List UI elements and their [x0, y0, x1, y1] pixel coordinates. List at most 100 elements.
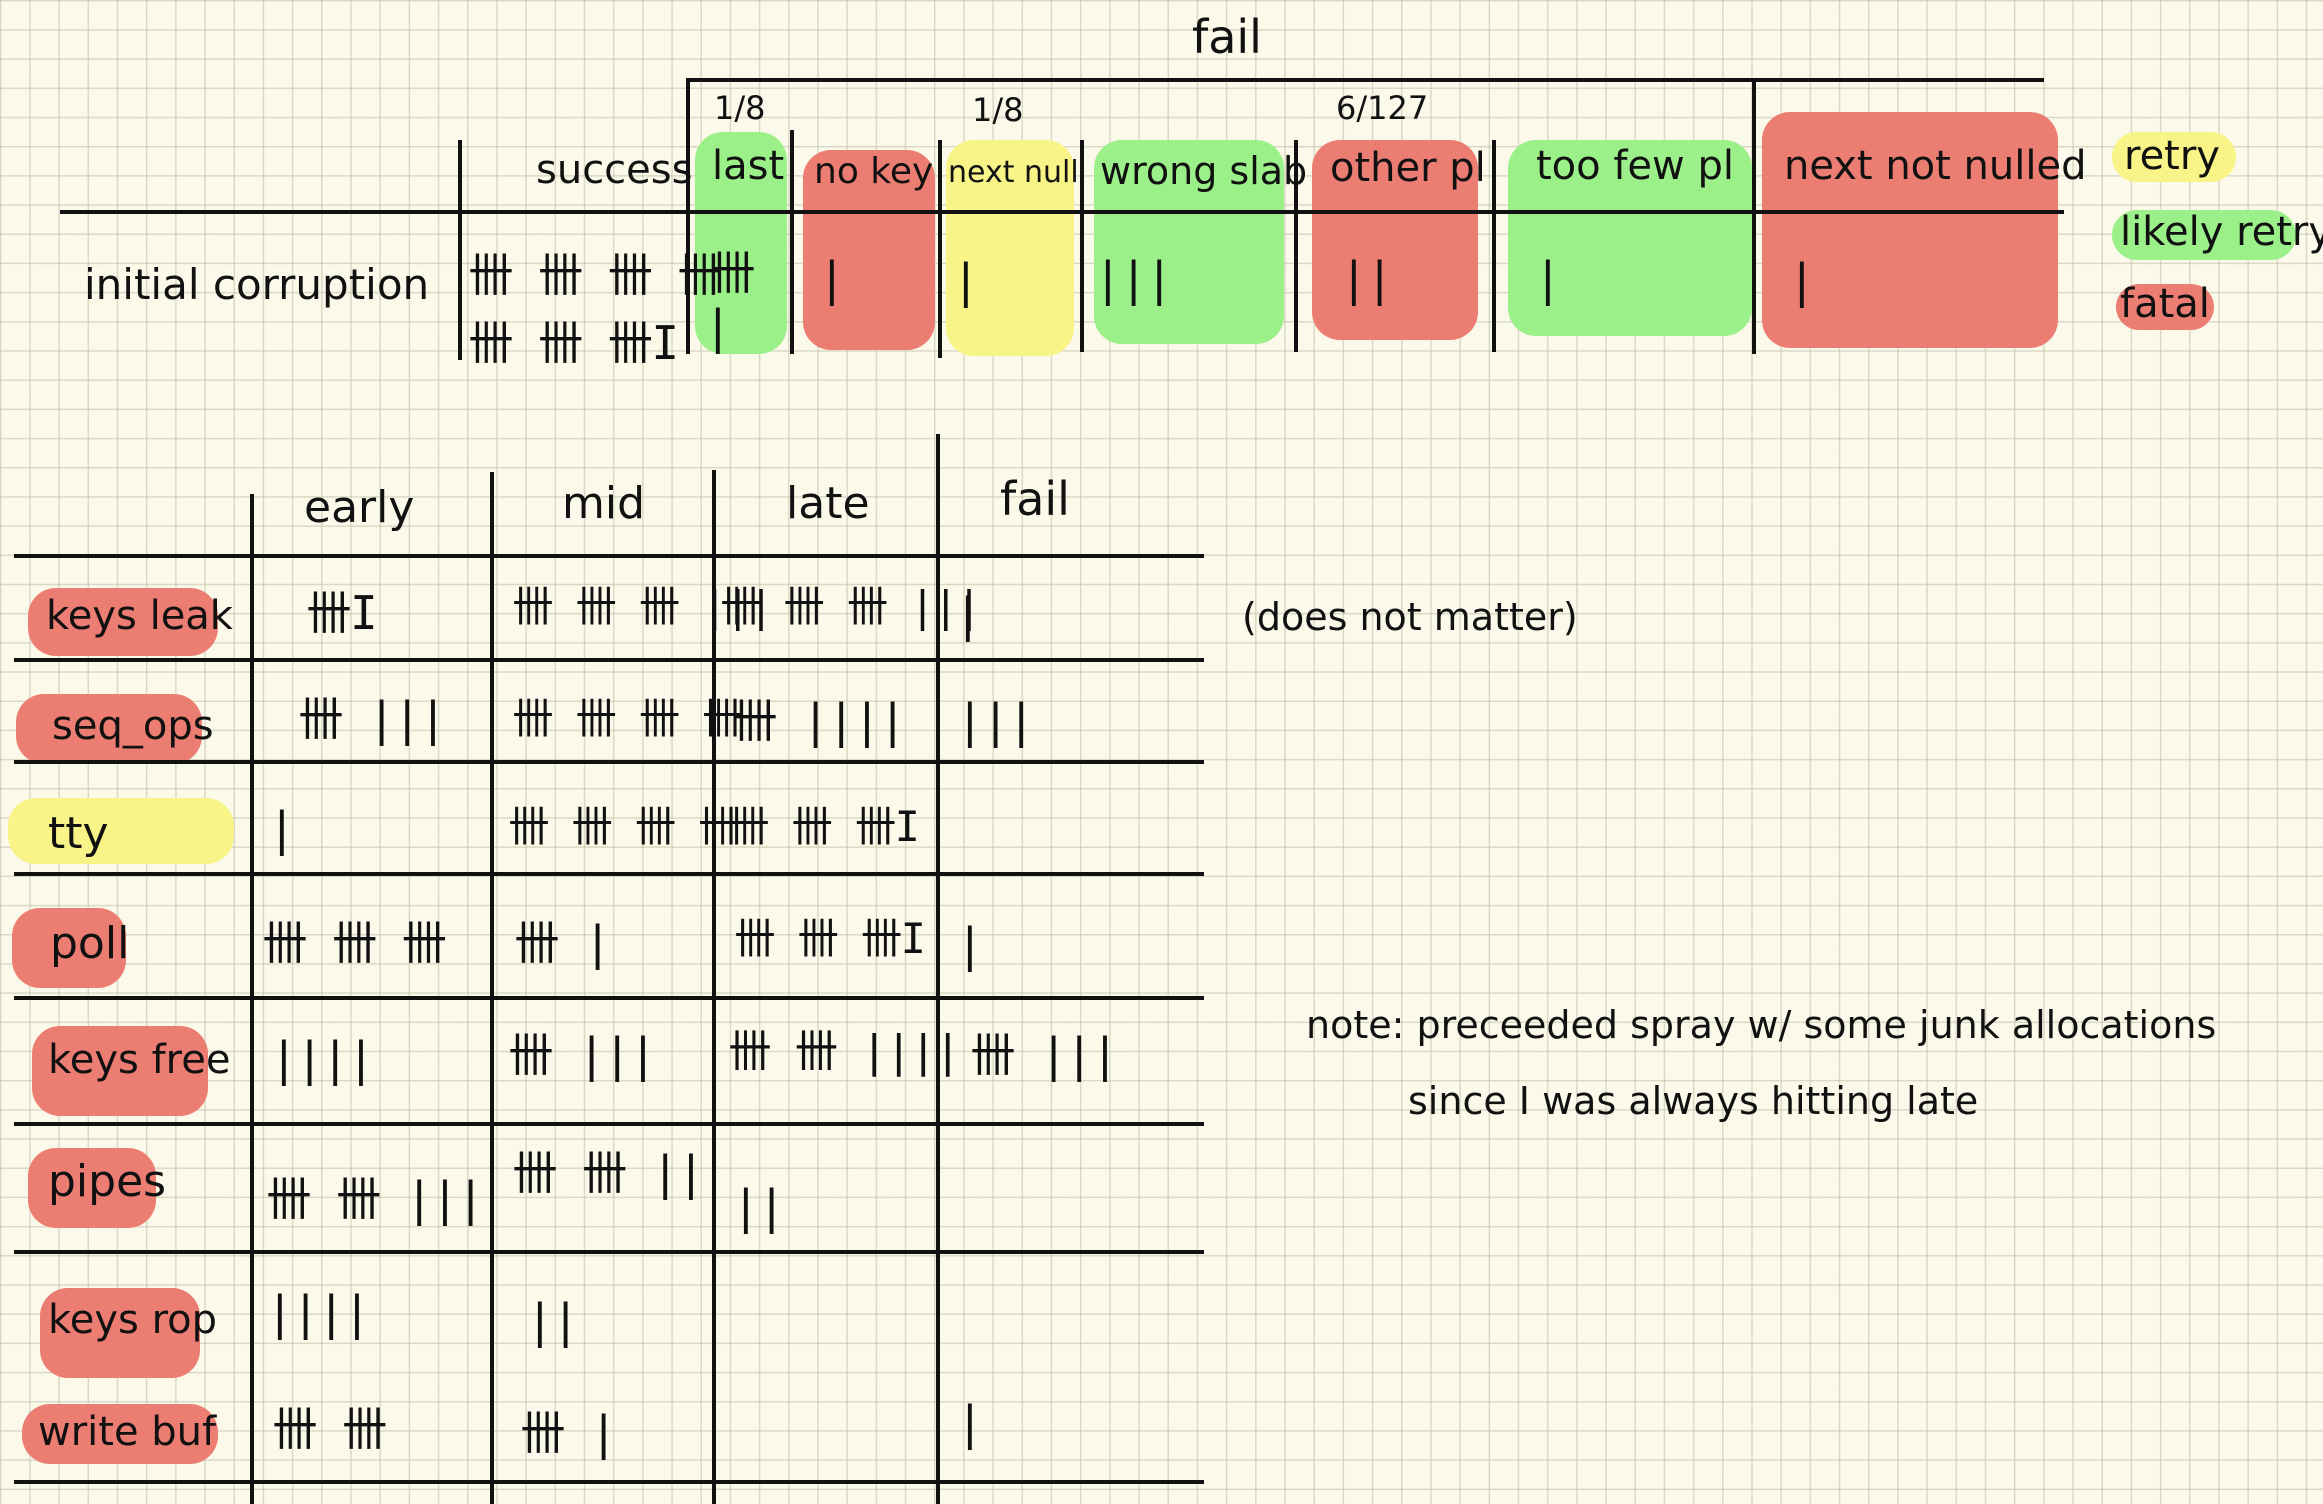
fail-title: fail	[1192, 10, 1262, 64]
highlight-tty	[8, 798, 234, 864]
tally-too-few-pl: |	[1534, 252, 1562, 306]
tally-last: 卌	[710, 246, 756, 300]
note-does-not-matter: (does not matter)	[1242, 595, 1578, 639]
note-line-1: note: preceeded spray w/ some junk alloc…	[1306, 1003, 2217, 1047]
highlight-other-pl	[1312, 140, 1478, 340]
row-label-initial-corruption: initial corruption	[84, 260, 430, 309]
table-header-fail: fail	[1000, 472, 1070, 526]
top-header-line	[60, 210, 2064, 214]
legend-likely-retry-swatch	[2112, 210, 2296, 260]
highlight-write-buf	[22, 1404, 218, 1464]
row-sep-5	[14, 1122, 1204, 1126]
cell-pipes-mid: 卌 卌 ||	[512, 1146, 705, 1200]
legend-fatal-swatch	[2116, 284, 2214, 330]
cell-tty-late: 卌 卌 卌I	[728, 802, 920, 851]
row-label-keys-free: keys free	[48, 1037, 231, 1083]
table-vline-3	[712, 470, 716, 1504]
highlight-next-not-nulled	[1762, 112, 2058, 348]
row-sep-2	[14, 760, 1204, 764]
top-vline-2	[790, 130, 794, 354]
highlight-keys-leak	[28, 588, 218, 656]
cell-write-buf-early: 卌 卌	[272, 1402, 388, 1456]
row-label-seq-ops: seq_ops	[52, 703, 214, 749]
highlight-poll	[12, 908, 126, 988]
table-vline-1	[250, 494, 254, 1504]
note-line-2: since I was always hitting late	[1408, 1079, 1979, 1123]
cell-poll-early: 卌 卌 卌	[262, 916, 447, 970]
header-no-key: no key	[814, 151, 934, 192]
row-label-pipes: pipes	[48, 1156, 167, 1207]
cell-keys-leak-late: 卌 卌 卌 |||	[720, 582, 982, 631]
row-sep-7	[14, 1480, 1204, 1484]
cell-seq-ops-mid: 卌 卌 卌 卌	[512, 694, 744, 743]
tally-other-pl: ||	[1340, 252, 1393, 306]
cell-keys-leak-fail: |	[954, 588, 982, 642]
top-vline-success	[458, 140, 462, 360]
cell-keys-free-late: 卌 卌 ||||	[728, 1026, 961, 1077]
tally-next-null: |	[952, 254, 980, 308]
cell-keys-rop-early: ||||	[266, 1286, 371, 1340]
highlight-keys-rop	[40, 1288, 200, 1378]
ratio-next-null: 1/8	[972, 91, 1024, 129]
success-tally-2: 卌 卌 卌I	[468, 316, 679, 370]
row-sep-3	[14, 872, 1204, 876]
cell-seq-ops-fail: |||	[956, 694, 1035, 748]
header-other-pl: other pl	[1330, 145, 1486, 191]
row-sep-6	[14, 1250, 1204, 1254]
table-vline-2	[490, 472, 494, 1504]
header-too-few-pl: too few pl	[1536, 143, 1734, 189]
row-sep-1	[14, 658, 1204, 662]
tally-no-key: |	[818, 252, 846, 306]
highlight-too-few-pl	[1508, 140, 1752, 336]
legend-retry: retry	[2124, 133, 2220, 179]
cell-keys-free-mid: 卌 |||	[508, 1028, 657, 1082]
table-vline-4	[936, 434, 940, 1504]
top-vline-5	[1294, 140, 1298, 352]
table-header-late: late	[786, 478, 870, 529]
top-vline-4	[1080, 140, 1084, 352]
cell-poll-late: 卌 卌 卌I	[734, 914, 926, 963]
fail-span-line	[688, 78, 2044, 82]
row-label-write-buf: write buf	[38, 1409, 217, 1455]
cell-keys-leak-early: 卌I	[306, 586, 378, 640]
header-last: last	[712, 143, 785, 189]
highlight-pipes	[28, 1148, 156, 1228]
highlight-seq-ops	[16, 694, 202, 764]
legend-fatal: fatal	[2120, 281, 2210, 327]
ratio-other-pl: 6/127	[1336, 89, 1429, 127]
header-next-null: next null	[948, 155, 1079, 190]
highlight-last	[695, 132, 787, 354]
highlight-wrong-slab	[1094, 140, 1284, 344]
table-header-early: early	[304, 482, 415, 533]
cell-keys-rop-mid: ||	[526, 1294, 579, 1348]
row-sep-4	[14, 996, 1204, 1000]
success-header: success	[536, 147, 693, 193]
highlight-next-null	[946, 140, 1074, 356]
cell-keys-leak-mid: 卌 卌 卌 |||	[512, 582, 774, 631]
cell-poll-mid: 卌 |	[514, 916, 611, 970]
top-vline-6	[1492, 140, 1496, 352]
cell-pipes-early: 卌 卌 |||	[266, 1172, 484, 1226]
cell-seq-ops-early: 卌 |||	[298, 692, 447, 746]
cell-keys-free-early: ||||	[270, 1032, 375, 1086]
tally-wrong-slab: |||	[1094, 252, 1173, 306]
top-vline-3	[938, 140, 942, 358]
success-tally-1: 卌 卌 卌 卌	[468, 248, 723, 302]
cell-seq-ops-late: 卌 ||||	[732, 694, 906, 748]
table-header-mid: mid	[562, 478, 646, 529]
legend-retry-swatch	[2112, 132, 2236, 182]
tally-next-not-nulled: |	[1788, 254, 1816, 308]
top-vline-7	[1752, 78, 1756, 354]
highlight-no-key	[803, 150, 935, 350]
highlight-keys-free	[32, 1026, 208, 1116]
legend-likely-retry: likely retry	[2120, 209, 2323, 255]
row-label-tty: tty	[48, 808, 109, 859]
ratio-last: 1/8	[714, 89, 766, 127]
table-header-line	[14, 554, 1204, 558]
row-label-keys-leak: keys leak	[46, 593, 233, 639]
row-label-poll: poll	[50, 918, 130, 969]
cell-keys-free-fail: 卌 |||	[970, 1028, 1119, 1082]
cell-tty-early: |	[268, 802, 296, 856]
tally-last-2: |	[704, 300, 732, 354]
header-next-not-nulled: next not nulled	[1784, 143, 2087, 189]
